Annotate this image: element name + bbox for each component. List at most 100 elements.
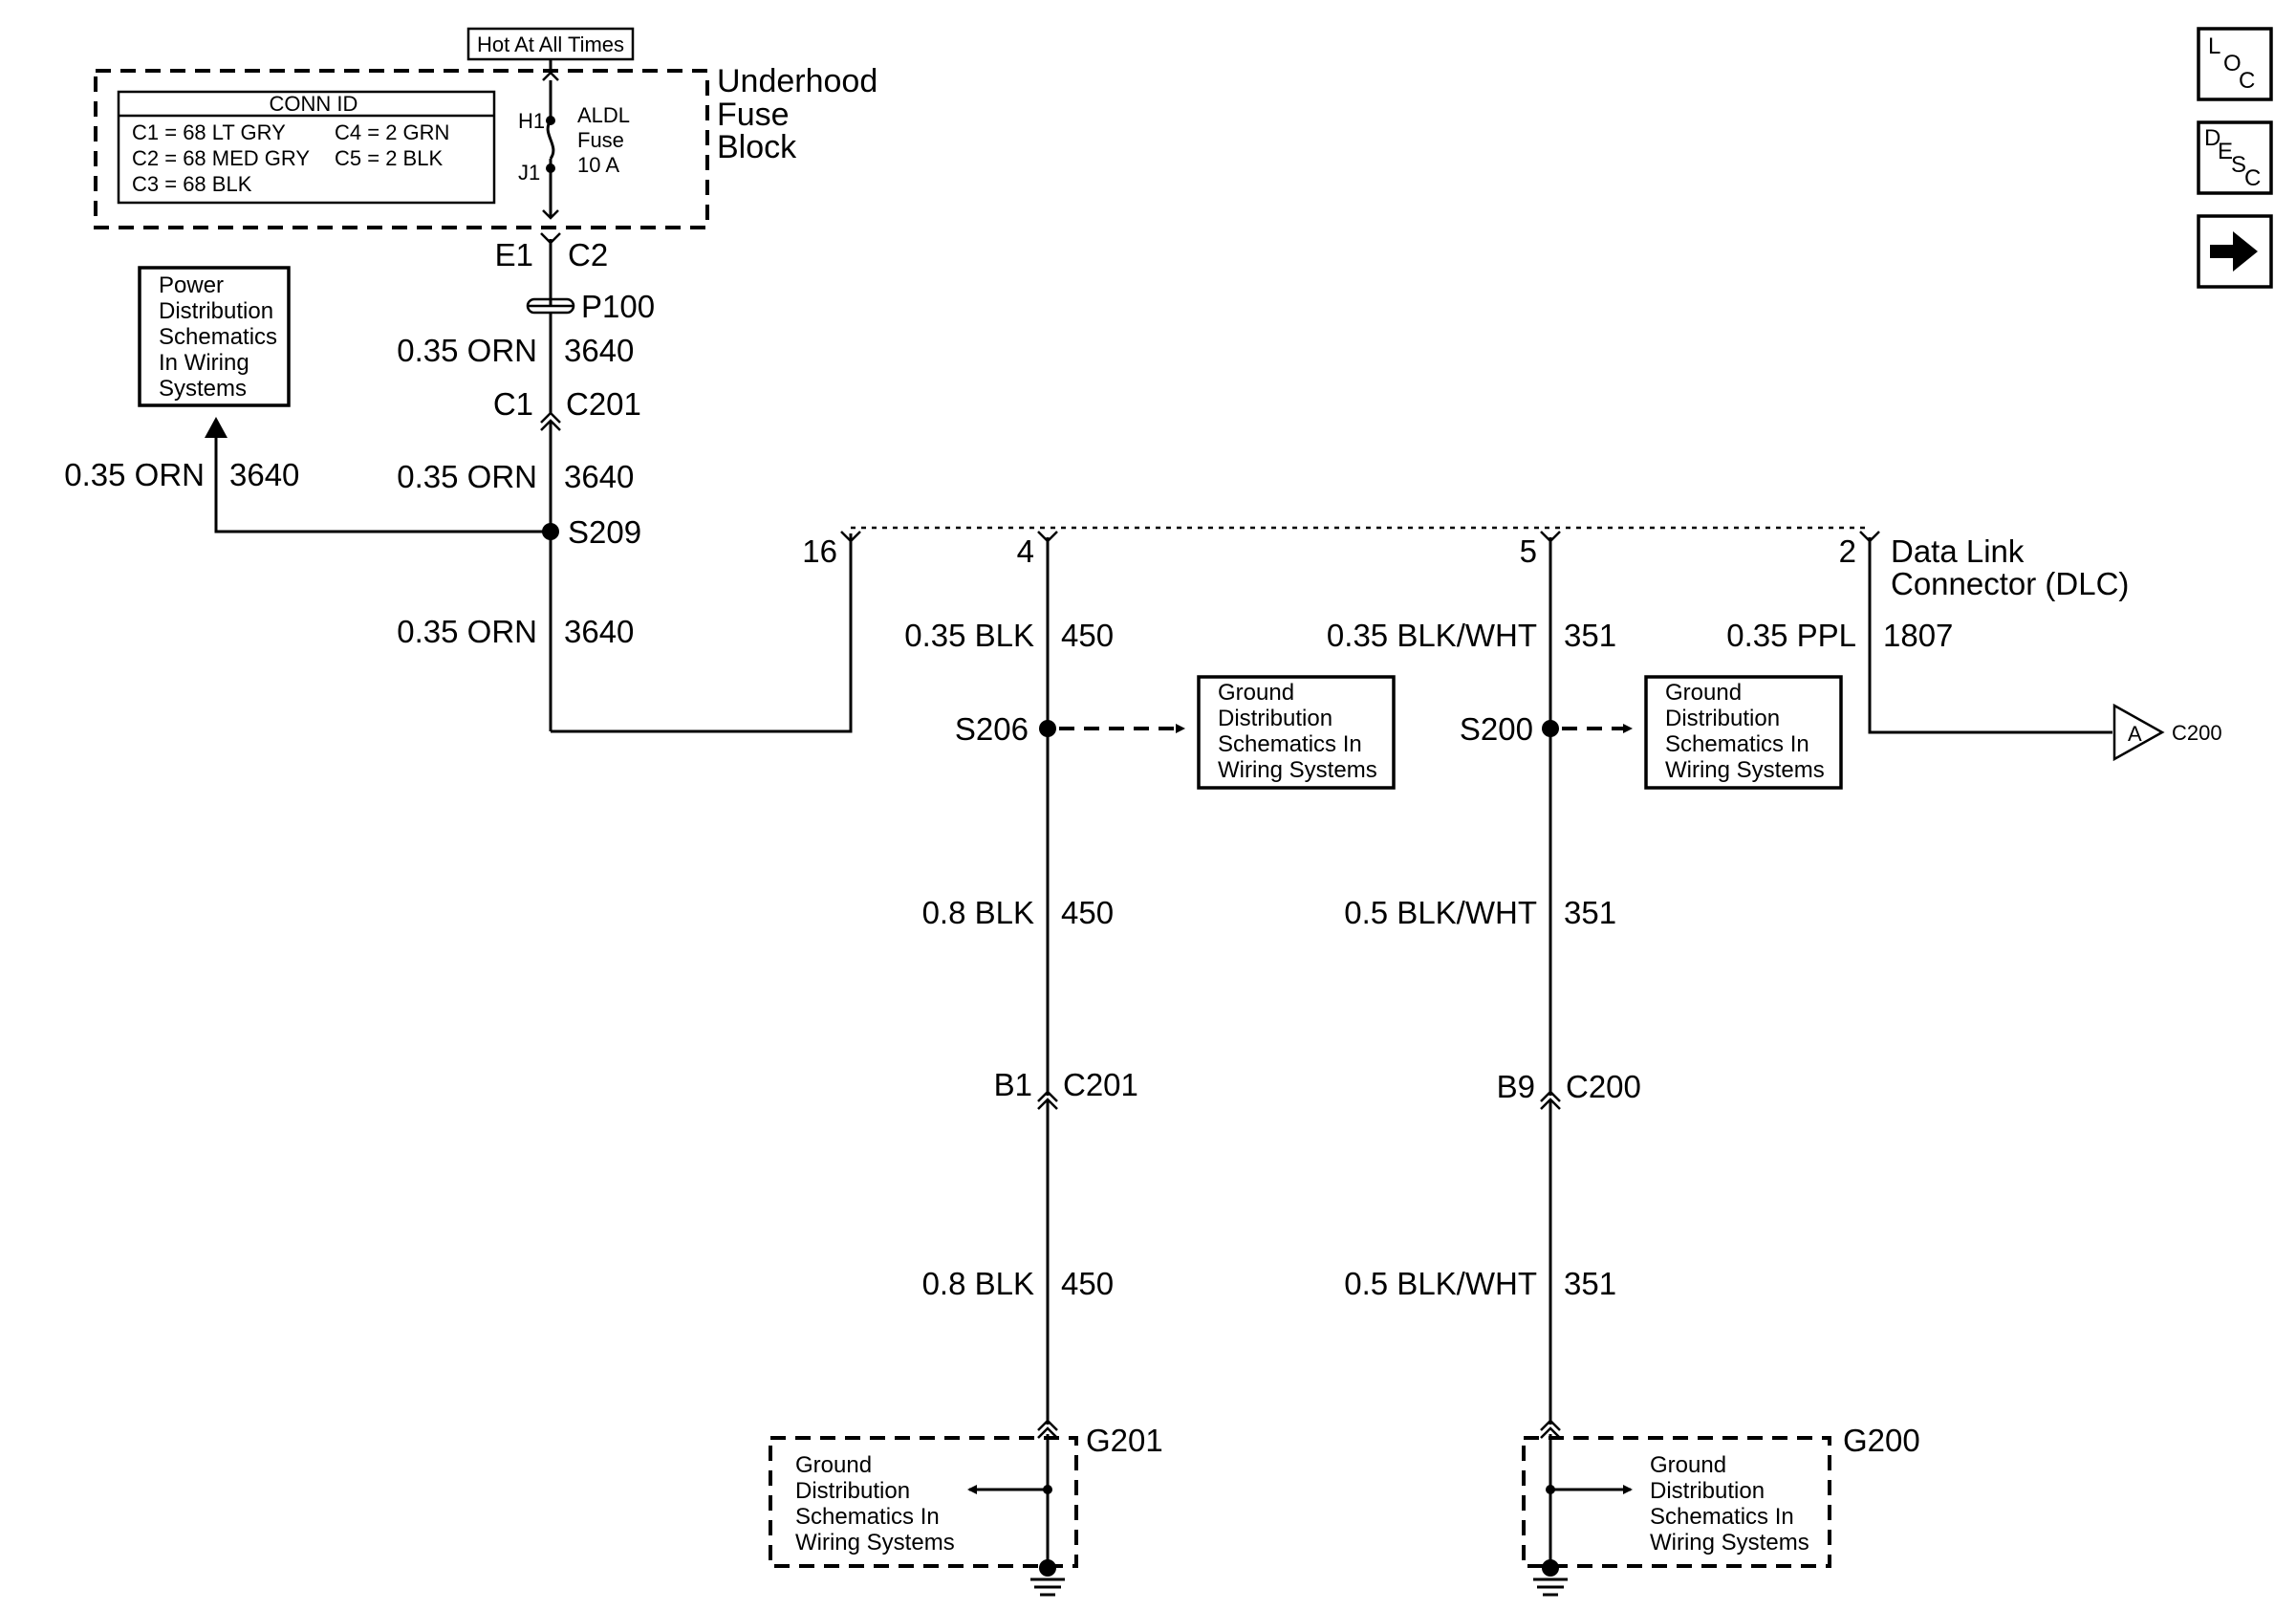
ground-ref-box-s200[interactable] <box>1644 675 1843 790</box>
splice-s200-label: S200 <box>1460 711 1533 747</box>
fuse-pin-j1: J1 <box>518 161 540 185</box>
loc-letter-2: O <box>2223 51 2242 76</box>
aldl-fuse: H1 J1 ALDL Fuse 10 A <box>518 59 630 220</box>
circuit-450-top-size: 0.35 BLK <box>904 618 1034 653</box>
dlc-name-1: Data Link <box>1891 533 2025 569</box>
circuit-351-bot-size: 0.5 BLK/WHT <box>1344 1266 1537 1301</box>
ground-g200-outline <box>1522 1436 1831 1568</box>
ground-ref-box-s206[interactable] <box>1197 675 1396 790</box>
power-ref-line-4: In Wiring <box>159 350 249 376</box>
loc-button[interactable]: L O C <box>2197 27 2273 101</box>
circuit-1807-size: 0.35 PPL <box>1726 618 1856 653</box>
ground-circuit-450: 0.35 BLK 450 S206 Ground Distribution Sc… <box>769 537 1396 1597</box>
ground-ref-s206-line-3: Schematics In <box>1218 731 1362 757</box>
power-ref-line-5: Systems <box>159 376 247 402</box>
dlc-name-2: Connector (DLC) <box>1891 566 2129 601</box>
conn-id-c1: C1 = 68 LT GRY <box>132 120 286 144</box>
fuse-name-2: Fuse <box>577 128 624 152</box>
circuit-351-mid-number: 351 <box>1564 895 1616 930</box>
offpage-connector-c200: C200 <box>2172 721 2222 745</box>
next-button[interactable] <box>2197 214 2273 289</box>
ground-g201-outline <box>769 1436 1078 1568</box>
connector-b9: B9 <box>1497 1069 1535 1104</box>
fuse-block-name-1: Underhood <box>717 63 877 99</box>
ground-ref-s200-line-4: Wiring Systems <box>1665 757 1825 783</box>
desc-letter-2: E <box>2218 139 2233 164</box>
ground-ref-s200-line-1: Ground <box>1665 680 1742 706</box>
wire-circuit-seg2: 3640 <box>564 459 634 494</box>
wire-circuit-seg1: 3640 <box>564 333 634 368</box>
ground-g201-ref-1: Ground <box>795 1452 872 1478</box>
data-link-connector: 16 4 5 2 Data Link Connector (DLC) <box>802 526 2129 601</box>
ground-ref-s206-line-1: Ground <box>1218 680 1294 706</box>
conn-id-title: CONN ID <box>270 92 358 116</box>
splice-s206 <box>1039 720 1056 737</box>
ground-ref-s200-line-3: Schematics In <box>1665 731 1809 757</box>
data-circuit-1807: 0.35 PPL 1807 A C200 <box>1726 537 2222 762</box>
power-ref-line-2: Distribution <box>159 298 273 324</box>
desc-button[interactable]: D E S C <box>2197 120 2273 195</box>
fuse-pin-h1: H1 <box>518 109 545 133</box>
ground-g200-label: G200 <box>1843 1423 1920 1458</box>
connector-b1: B1 <box>994 1067 1032 1102</box>
conn-id-c4: C4 = 2 GRN <box>335 120 449 144</box>
ground-g201-label: G201 <box>1086 1423 1163 1458</box>
underhood-fuse-block: Hot At All Times Underhood Fuse Block CO… <box>94 27 877 229</box>
loc-letter-3: C <box>2239 68 2255 94</box>
desc-letter-4: C <box>2244 165 2261 191</box>
ground-g200-ref-2: Distribution <box>1650 1478 1765 1504</box>
circuit-351-top-number: 351 <box>1564 618 1616 653</box>
pass-through-p100-label: P100 <box>581 289 655 324</box>
conn-id-c2: C2 = 68 MED GRY <box>132 146 310 170</box>
desc-letter-3: S <box>2231 152 2246 178</box>
conn-id-table: CONN ID C1 = 68 LT GRY C2 = 68 MED GRY C… <box>117 90 496 205</box>
power-branch: 0.35 ORN 3640 Power Distribution Schemat… <box>64 266 551 533</box>
power-distribution-ref-box[interactable] <box>138 266 291 407</box>
conn-id-c5: C5 = 2 BLK <box>335 146 443 170</box>
circuit-450-bot-size: 0.8 BLK <box>922 1266 1034 1301</box>
circuit-1807-number: 1807 <box>1883 618 1953 653</box>
power-branch-size: 0.35 ORN <box>64 457 205 492</box>
circuit-450-mid-number: 450 <box>1061 895 1114 930</box>
splice-s206-label: S206 <box>955 711 1029 747</box>
ground-circuit-351: 0.35 BLK/WHT 351 S200 Ground Distributio… <box>1327 537 1920 1597</box>
ground-g201-ref-3: Schematics In <box>795 1504 940 1530</box>
hot-at-all-times-label: Hot At All Times <box>477 33 624 56</box>
wire-circuit-seg3: 3640 <box>564 614 634 649</box>
connector-c1: C1 <box>493 386 533 422</box>
circuit-450-mid-size: 0.8 BLK <box>922 895 1034 930</box>
circuit-450-bot-number: 450 <box>1061 1266 1114 1301</box>
splice-s209-label: S209 <box>568 514 641 550</box>
ground-ref-s200-line-2: Distribution <box>1665 706 1780 731</box>
fuse-block-name-2: Fuse <box>717 97 790 133</box>
conn-id-c3: C3 = 68 BLK <box>132 172 252 196</box>
dlc-pin-5: 5 <box>1520 533 1537 569</box>
fuse-block-outline <box>94 69 709 229</box>
wire-size-seg3: 0.35 ORN <box>397 614 537 649</box>
connector-e1: E1 <box>495 237 533 272</box>
ground-g200-ref-3: Schematics In <box>1650 1504 1794 1530</box>
circuit-450-top-number: 450 <box>1061 618 1114 653</box>
ground-g200-ref-4: Wiring Systems <box>1650 1530 1809 1556</box>
fuse-rating: 10 A <box>577 153 619 177</box>
desc-letter-1: D <box>2204 125 2220 151</box>
connector-c200: C200 <box>1566 1069 1641 1104</box>
splice-s200 <box>1542 720 1559 737</box>
power-ref-line-1: Power <box>159 272 224 298</box>
main-feed-wire: E1 C2 P100 0.35 ORN 3640 C1 C201 0.35 OR… <box>397 232 853 733</box>
connector-c201-top: C201 <box>566 386 641 422</box>
wire-size-seg1: 0.35 ORN <box>397 333 537 368</box>
dlc-pin-4: 4 <box>1017 533 1034 569</box>
connector-c201: C201 <box>1063 1067 1138 1102</box>
circuit-351-top-size: 0.35 BLK/WHT <box>1327 618 1537 653</box>
ground-g200-icon <box>1533 1577 1568 1597</box>
right-arrow-icon <box>2210 231 2258 272</box>
ground-g201-icon <box>1030 1577 1065 1597</box>
dlc-pin-2: 2 <box>1839 533 1856 569</box>
ground-ref-s206-line-2: Distribution <box>1218 706 1332 731</box>
power-ref-line-3: Schematics <box>159 324 277 350</box>
ground-g201-ref-4: Wiring Systems <box>795 1530 955 1556</box>
offpage-connector-a[interactable] <box>2112 703 2165 762</box>
fuse-block-name-3: Block <box>717 129 797 165</box>
